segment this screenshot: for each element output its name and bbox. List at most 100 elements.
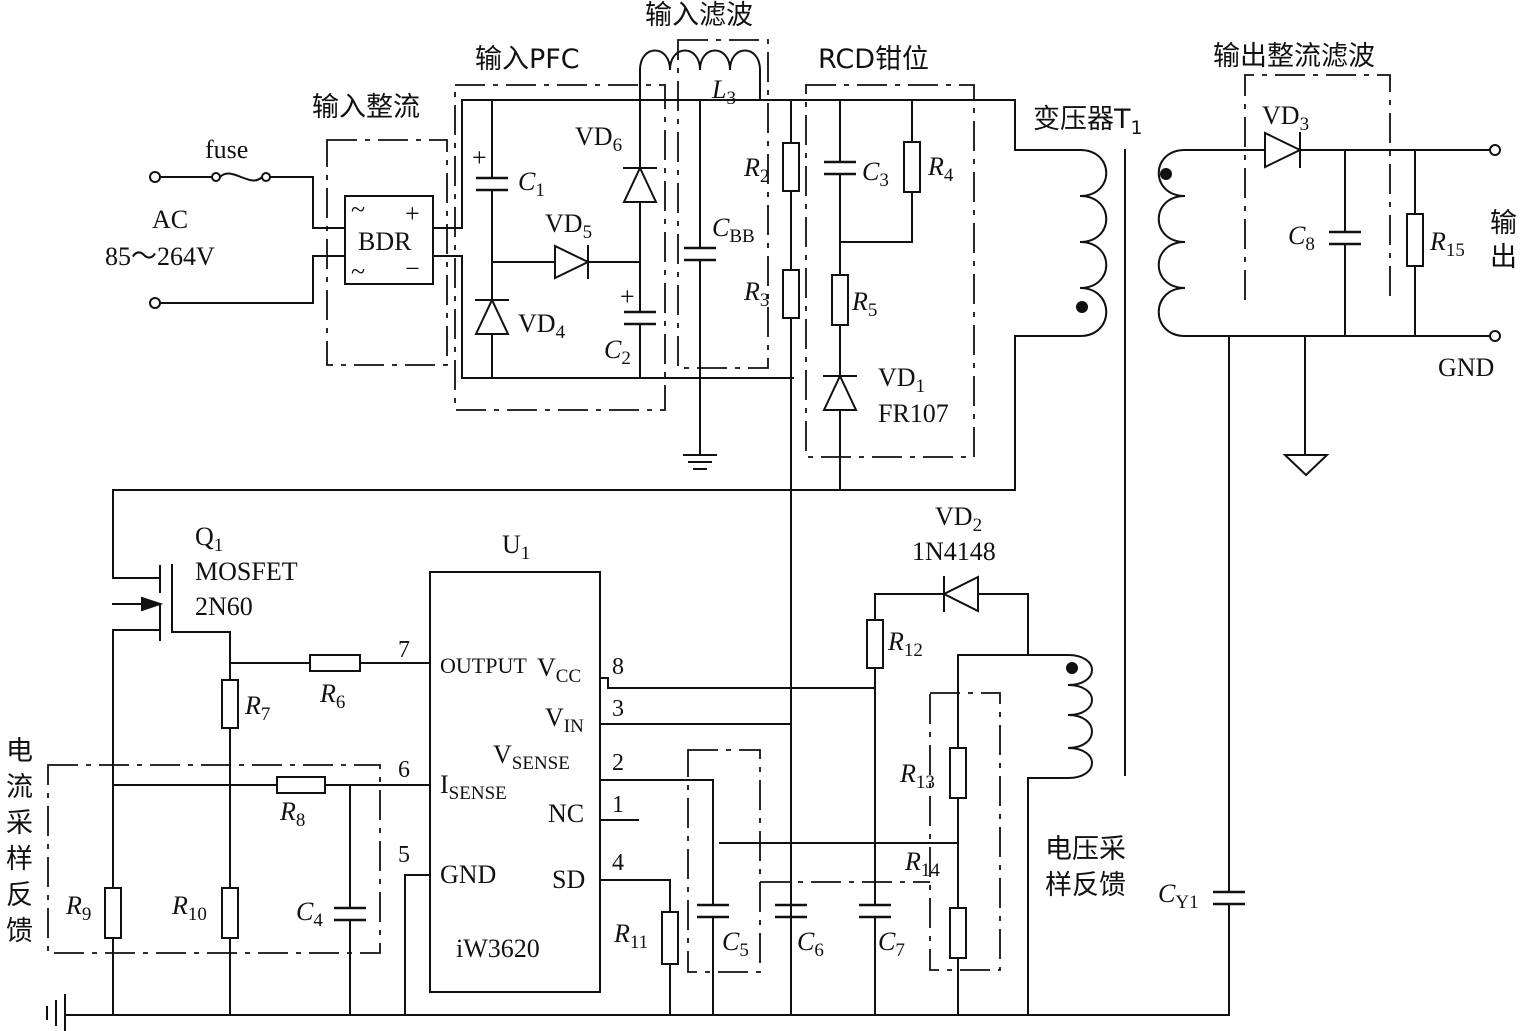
r8-resistor: [276, 776, 326, 794]
svg-text:+: +: [620, 282, 635, 311]
bdr-label: BDR: [358, 227, 412, 256]
output-label: 输 出: [1490, 208, 1521, 273]
c8-capacitor: [1329, 230, 1361, 246]
c7-label: C7: [878, 927, 905, 961]
c6-capacitor: [775, 903, 807, 919]
c7-capacitor: [859, 903, 891, 919]
primary-ground-icon: [46, 994, 66, 1031]
r11-label: R11: [613, 919, 648, 953]
ac-terminal-2: [149, 297, 161, 309]
r14-label: R14: [904, 847, 940, 881]
gnd-label: GND: [1438, 353, 1494, 382]
r13-resistor: [949, 747, 967, 799]
r2-label: R2: [743, 153, 769, 187]
input-pfc: + C1 VD4 VD5 VD6 + C2: [461, 99, 1016, 379]
svg-text:+: +: [472, 143, 487, 172]
c1-capacitor: [476, 176, 508, 192]
output-terminal-gnd: [1489, 330, 1501, 342]
vd3-diode: [1264, 131, 1303, 169]
pin-1-number: 1: [612, 792, 624, 818]
vd1-part: FR107: [878, 399, 949, 428]
pin-vsense-label: VSENSE: [493, 740, 570, 774]
u1-part: iW3620: [456, 934, 540, 963]
current-fb-outline: [47, 764, 381, 954]
r9-resistor: [104, 887, 122, 939]
pin-output-label: OUTPUT: [440, 653, 527, 678]
r15-label: R15: [1429, 227, 1465, 261]
vd5-diode: [554, 244, 591, 280]
c2-label: C2: [604, 335, 631, 369]
output-terminal-plus: [1489, 144, 1501, 156]
r11-resistor: [661, 911, 679, 965]
r12-resistor: [866, 619, 884, 669]
q1-part: 2N60: [195, 592, 253, 621]
c3-capacitor: [824, 160, 856, 176]
pin-4-number: 4: [612, 850, 624, 876]
pin-7-number: 7: [398, 637, 410, 663]
ac-input: fuse AC 85～264V ~ ~ + − BDR: [105, 99, 463, 379]
r15-resistor: [1406, 213, 1424, 267]
c5-capacitor: [697, 903, 729, 919]
pin-sd-label: SD: [552, 865, 585, 894]
pin-gnd-label: GND: [440, 860, 496, 889]
r10-label: R10: [171, 891, 207, 925]
pin-8-number: 8: [612, 654, 624, 680]
pin-isense-label: ISENSE: [440, 770, 507, 804]
r9-label: R9: [65, 891, 91, 925]
svg-text:~: ~: [351, 195, 365, 224]
c6-label: C6: [797, 927, 824, 961]
pin-5-number: 5: [398, 842, 410, 868]
section-title-current-fb: 电 流 采 样 反 馈: [6, 736, 42, 947]
c4-capacitor: [334, 906, 366, 922]
c8-label: C8: [1288, 221, 1315, 255]
cy1-label: CY1: [1158, 879, 1199, 913]
c4-label: C4: [296, 897, 323, 931]
fuse-label: fuse: [205, 135, 248, 164]
earth-ground-icon: [683, 454, 717, 470]
c2-capacitor: [624, 310, 656, 326]
vd6-label: VD6: [575, 122, 622, 156]
transformer: [112, 99, 1187, 1016]
vd4-diode: [474, 297, 510, 335]
pin-6-number: 6: [398, 757, 410, 783]
r10-resistor: [221, 887, 239, 939]
r13-label: R13: [899, 759, 935, 793]
voltage-fb-outline-2: [929, 692, 1001, 971]
pin-vcc-label: VCC: [537, 653, 581, 687]
u1-label: U1: [502, 530, 530, 564]
vd1-diode: [822, 373, 858, 411]
vd3-label: VD3: [1262, 101, 1309, 135]
ac-label: AC: [152, 205, 188, 234]
pin-2-number: 2: [612, 750, 624, 776]
r7-resistor: [221, 679, 239, 729]
u1-ic: U1 iW3620 OUTPUT ISENSE GND VCC VIN VSEN…: [112, 530, 876, 1016]
vd5-label: VD5: [545, 209, 592, 243]
fuse-icon: [218, 172, 264, 182]
ground-bus: [46, 994, 1230, 1031]
u1-body: [429, 571, 601, 993]
secondary-winding: [1157, 148, 1187, 338]
svg-text:−: −: [405, 254, 420, 283]
r4-label: R4: [927, 152, 954, 186]
c1-label: C1: [518, 167, 545, 201]
r4-resistor: [903, 141, 921, 193]
pin-vin-label: VIN: [545, 703, 584, 737]
primary-winding: [1078, 148, 1108, 338]
r2-resistor: [782, 142, 800, 192]
q1-label: Q1: [195, 522, 223, 556]
q1-mosfet: Q1 MOSFET 2N60: [112, 522, 298, 889]
section-title-input-filter: 输入滤波: [645, 0, 753, 31]
r7-label: R7: [244, 691, 270, 725]
r5-label: R5: [851, 287, 877, 321]
l3-inductor: [638, 49, 762, 72]
section-title-transformer: 变压器T1: [1033, 104, 1143, 139]
rcd-clamp-outline: [805, 84, 975, 458]
primary-dot: [1076, 301, 1088, 313]
vd2-diode: [941, 575, 979, 613]
cy1-capacitor: [1213, 890, 1245, 906]
section-title-input-rect: 输入整流: [312, 92, 420, 123]
section-outlines: [47, 39, 1391, 973]
input-filter-outline: [677, 39, 769, 369]
q1-type: MOSFET: [195, 557, 298, 586]
